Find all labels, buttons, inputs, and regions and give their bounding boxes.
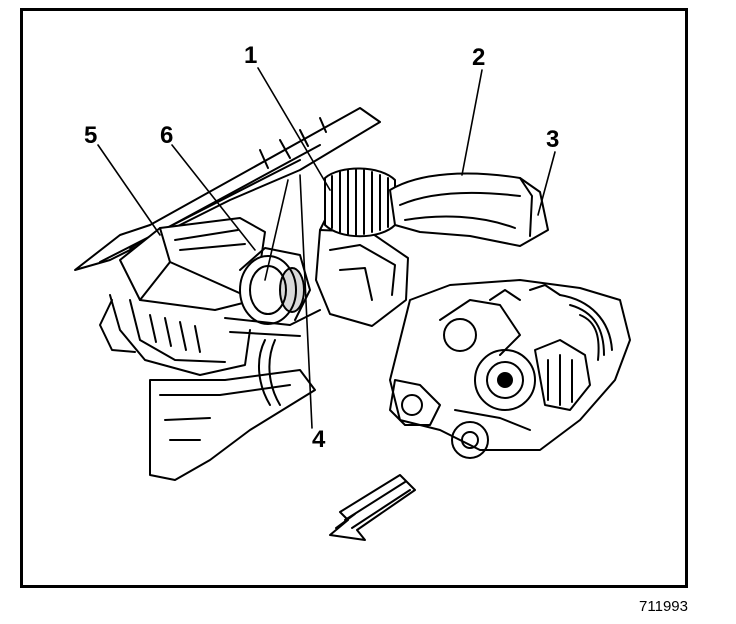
figure-id: 711993	[639, 598, 688, 615]
callout-2: 2	[472, 44, 486, 71]
resonator	[315, 204, 409, 327]
lower-bracket	[149, 339, 316, 481]
mass-air-flow-sensor	[224, 247, 321, 337]
front-direction-arrow	[329, 474, 416, 541]
callout-6: 6	[160, 122, 174, 149]
callout-5: 5	[84, 122, 98, 149]
engine-alternator	[389, 279, 631, 459]
callout-1: 1	[244, 42, 258, 69]
callout-leaders	[97, 67, 556, 429]
callout-3: 3	[546, 126, 560, 153]
outlet-duct-corrugated	[324, 167, 396, 238]
intake-duct	[389, 172, 549, 247]
callout-4: 4	[312, 426, 326, 453]
air-cleaner-housing	[99, 217, 266, 376]
